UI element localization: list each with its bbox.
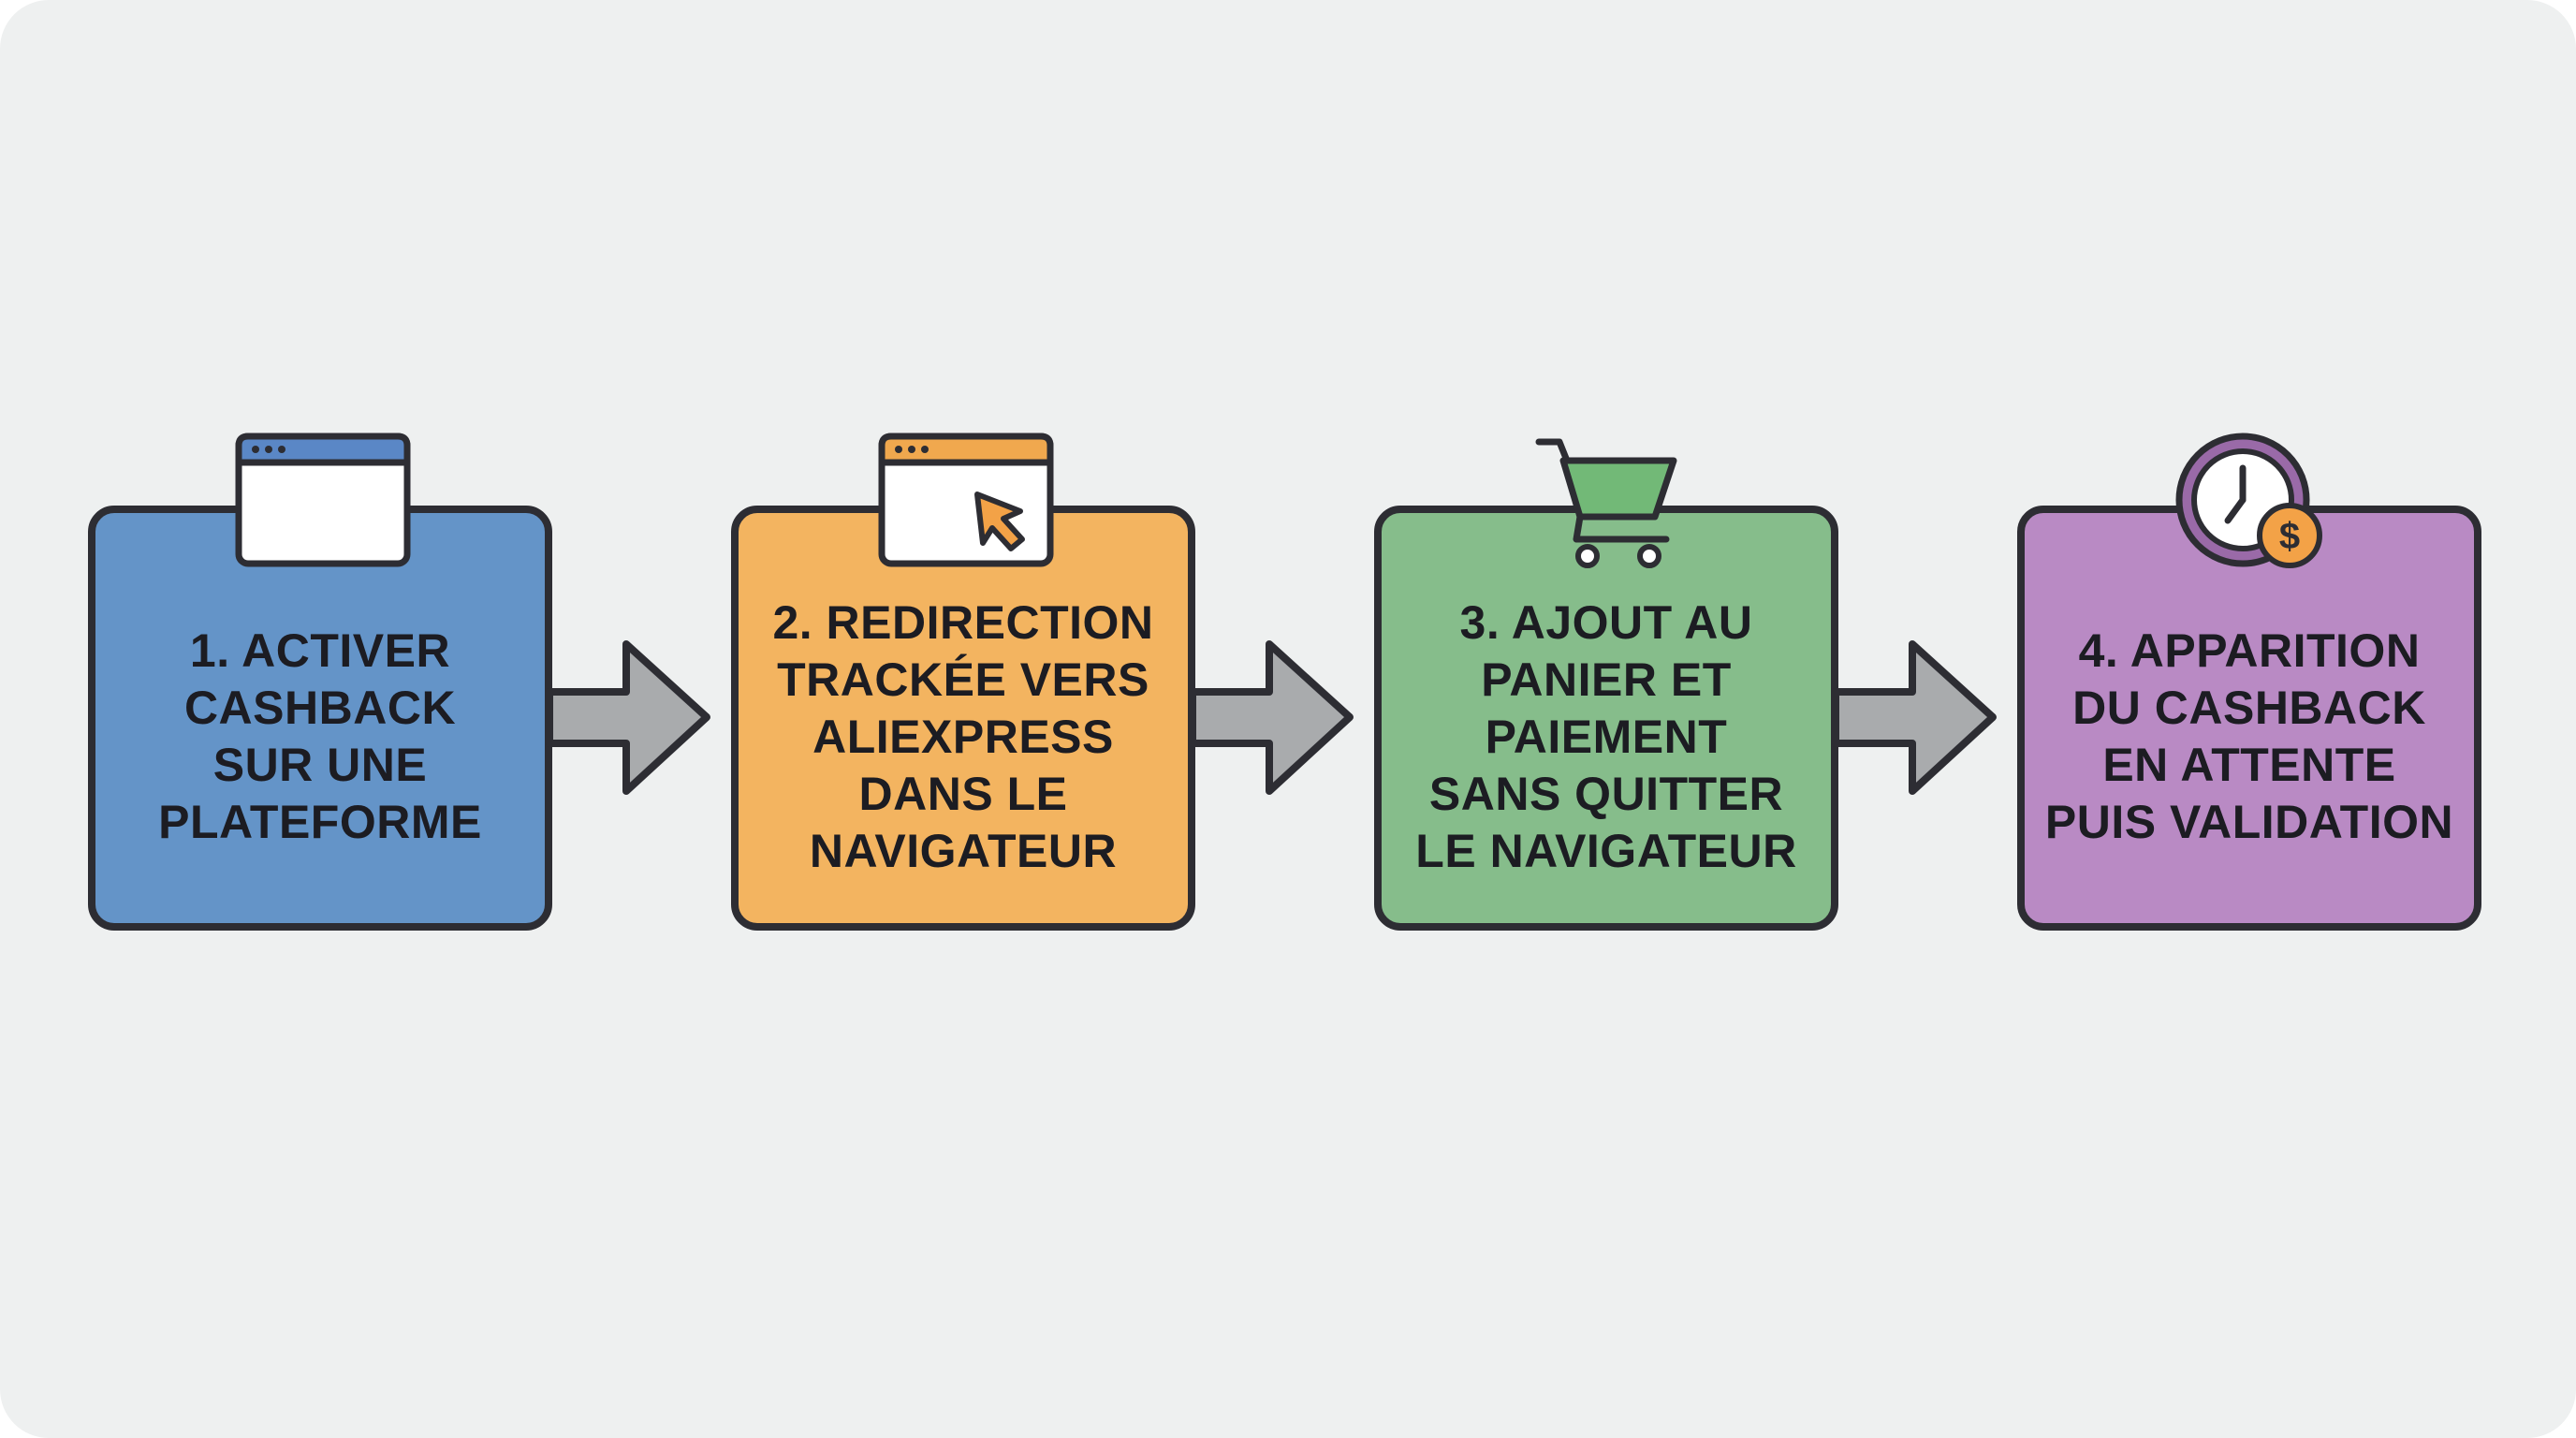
step-2-label: 2. REDIRECTION TRACKÉE VERS ALIEXPRESS D… — [772, 594, 1153, 880]
step-2-line: ALIEXPRESS — [812, 710, 1114, 763]
step-4-box: 4. APPARITION DU CASHBACK EN ATTENTE PUI… — [2017, 506, 2481, 931]
step-3-line: PAIEMENT — [1485, 710, 1728, 763]
step-1-line: CASHBACK — [183, 682, 457, 734]
step-3-line: 3. AJOUT AU — [1459, 595, 1753, 649]
step-1-line: PLATEFORME — [158, 796, 482, 848]
step-3-line: LE NAVIGATEUR — [1415, 824, 1797, 877]
browser-window-icon — [235, 433, 411, 567]
step-4-line: EN ATTENTE — [2102, 739, 2396, 791]
clock-dollar-icon: $ — [2175, 433, 2322, 568]
arrow-right-icon — [546, 640, 710, 795]
step-1-label: 1. ACTIVER CASHBACK SUR UNE PLATEFORME — [158, 623, 482, 851]
step-4-line: 4. APPARITION — [2078, 624, 2421, 677]
arrow-right-icon — [1189, 640, 1354, 795]
step-2-line: DANS LE — [858, 767, 1068, 820]
step-2-line: NAVIGATEUR — [809, 824, 1118, 877]
step-2-line: 2. REDIRECTION — [772, 595, 1154, 649]
step-4-line: DU CASHBACK — [2072, 682, 2426, 734]
step-4-label: 4. APPARITION DU CASHBACK EN ATTENTE PUI… — [2045, 623, 2453, 851]
browser-cursor-icon — [878, 433, 1054, 567]
step-1-line: SUR UNE — [212, 739, 428, 791]
shopping-cart-icon — [1535, 438, 1677, 568]
step-4-line: PUIS VALIDATION — [2044, 796, 2454, 848]
step-1-box: 1. ACTIVER CASHBACK SUR UNE PLATEFORME — [88, 506, 552, 931]
step-3-line: SANS QUITTER — [1428, 767, 1784, 820]
step-3-label: 3. AJOUT AU PANIER ET PAIEMENT SANS QUIT… — [1415, 594, 1796, 880]
step-1-line: 1. ACTIVER — [189, 624, 451, 677]
step-2-line: TRACKÉE VERS — [777, 653, 1149, 706]
step-2-box: 2. REDIRECTION TRACKÉE VERS ALIEXPRESS D… — [731, 506, 1195, 931]
arrow-right-icon — [1832, 640, 1997, 795]
dollar-symbol: $ — [2279, 516, 2300, 557]
step-3-box: 3. AJOUT AU PANIER ET PAIEMENT SANS QUIT… — [1374, 506, 1838, 931]
step-3-line: PANIER ET — [1481, 653, 1732, 706]
